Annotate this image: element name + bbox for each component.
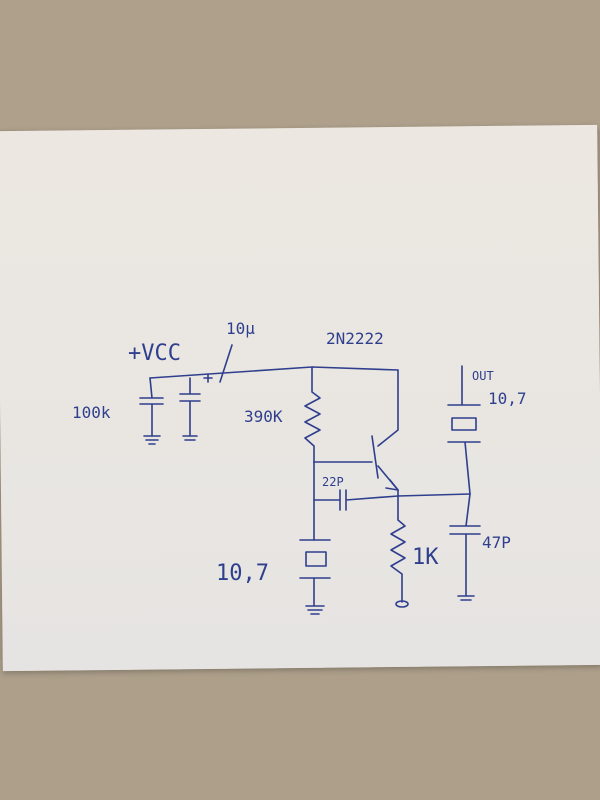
- supply-rail: [149, 366, 399, 379]
- feedback-cap-label: 22P: [322, 475, 344, 489]
- output-capacitor: [449, 493, 481, 601]
- output-label: OUT: [472, 369, 494, 383]
- decoupling-capacitor: [139, 377, 164, 445]
- input-crystal: [299, 539, 331, 615]
- emitter-resistor-label: 1K: [412, 545, 439, 570]
- supply-cap-label: 10μ: [226, 319, 255, 338]
- supply-label: +VCC: [128, 341, 181, 366]
- output-filter: [447, 365, 481, 495]
- decoupling-cap-label: 100k: [72, 403, 111, 422]
- supply-capacitor: [179, 344, 233, 441]
- output-filter-label: 10,7: [488, 389, 527, 408]
- emitter-node: [397, 489, 471, 497]
- transistor-label: 2N2222: [326, 329, 384, 348]
- output-cap-label: 47P: [482, 533, 511, 552]
- emitter-resistor: [390, 495, 409, 608]
- collector-wire: [377, 369, 399, 447]
- bias-resistor: [304, 366, 321, 463]
- bias-resistor-label: 390K: [244, 407, 283, 426]
- input-crystal-label: 10,7: [216, 561, 269, 586]
